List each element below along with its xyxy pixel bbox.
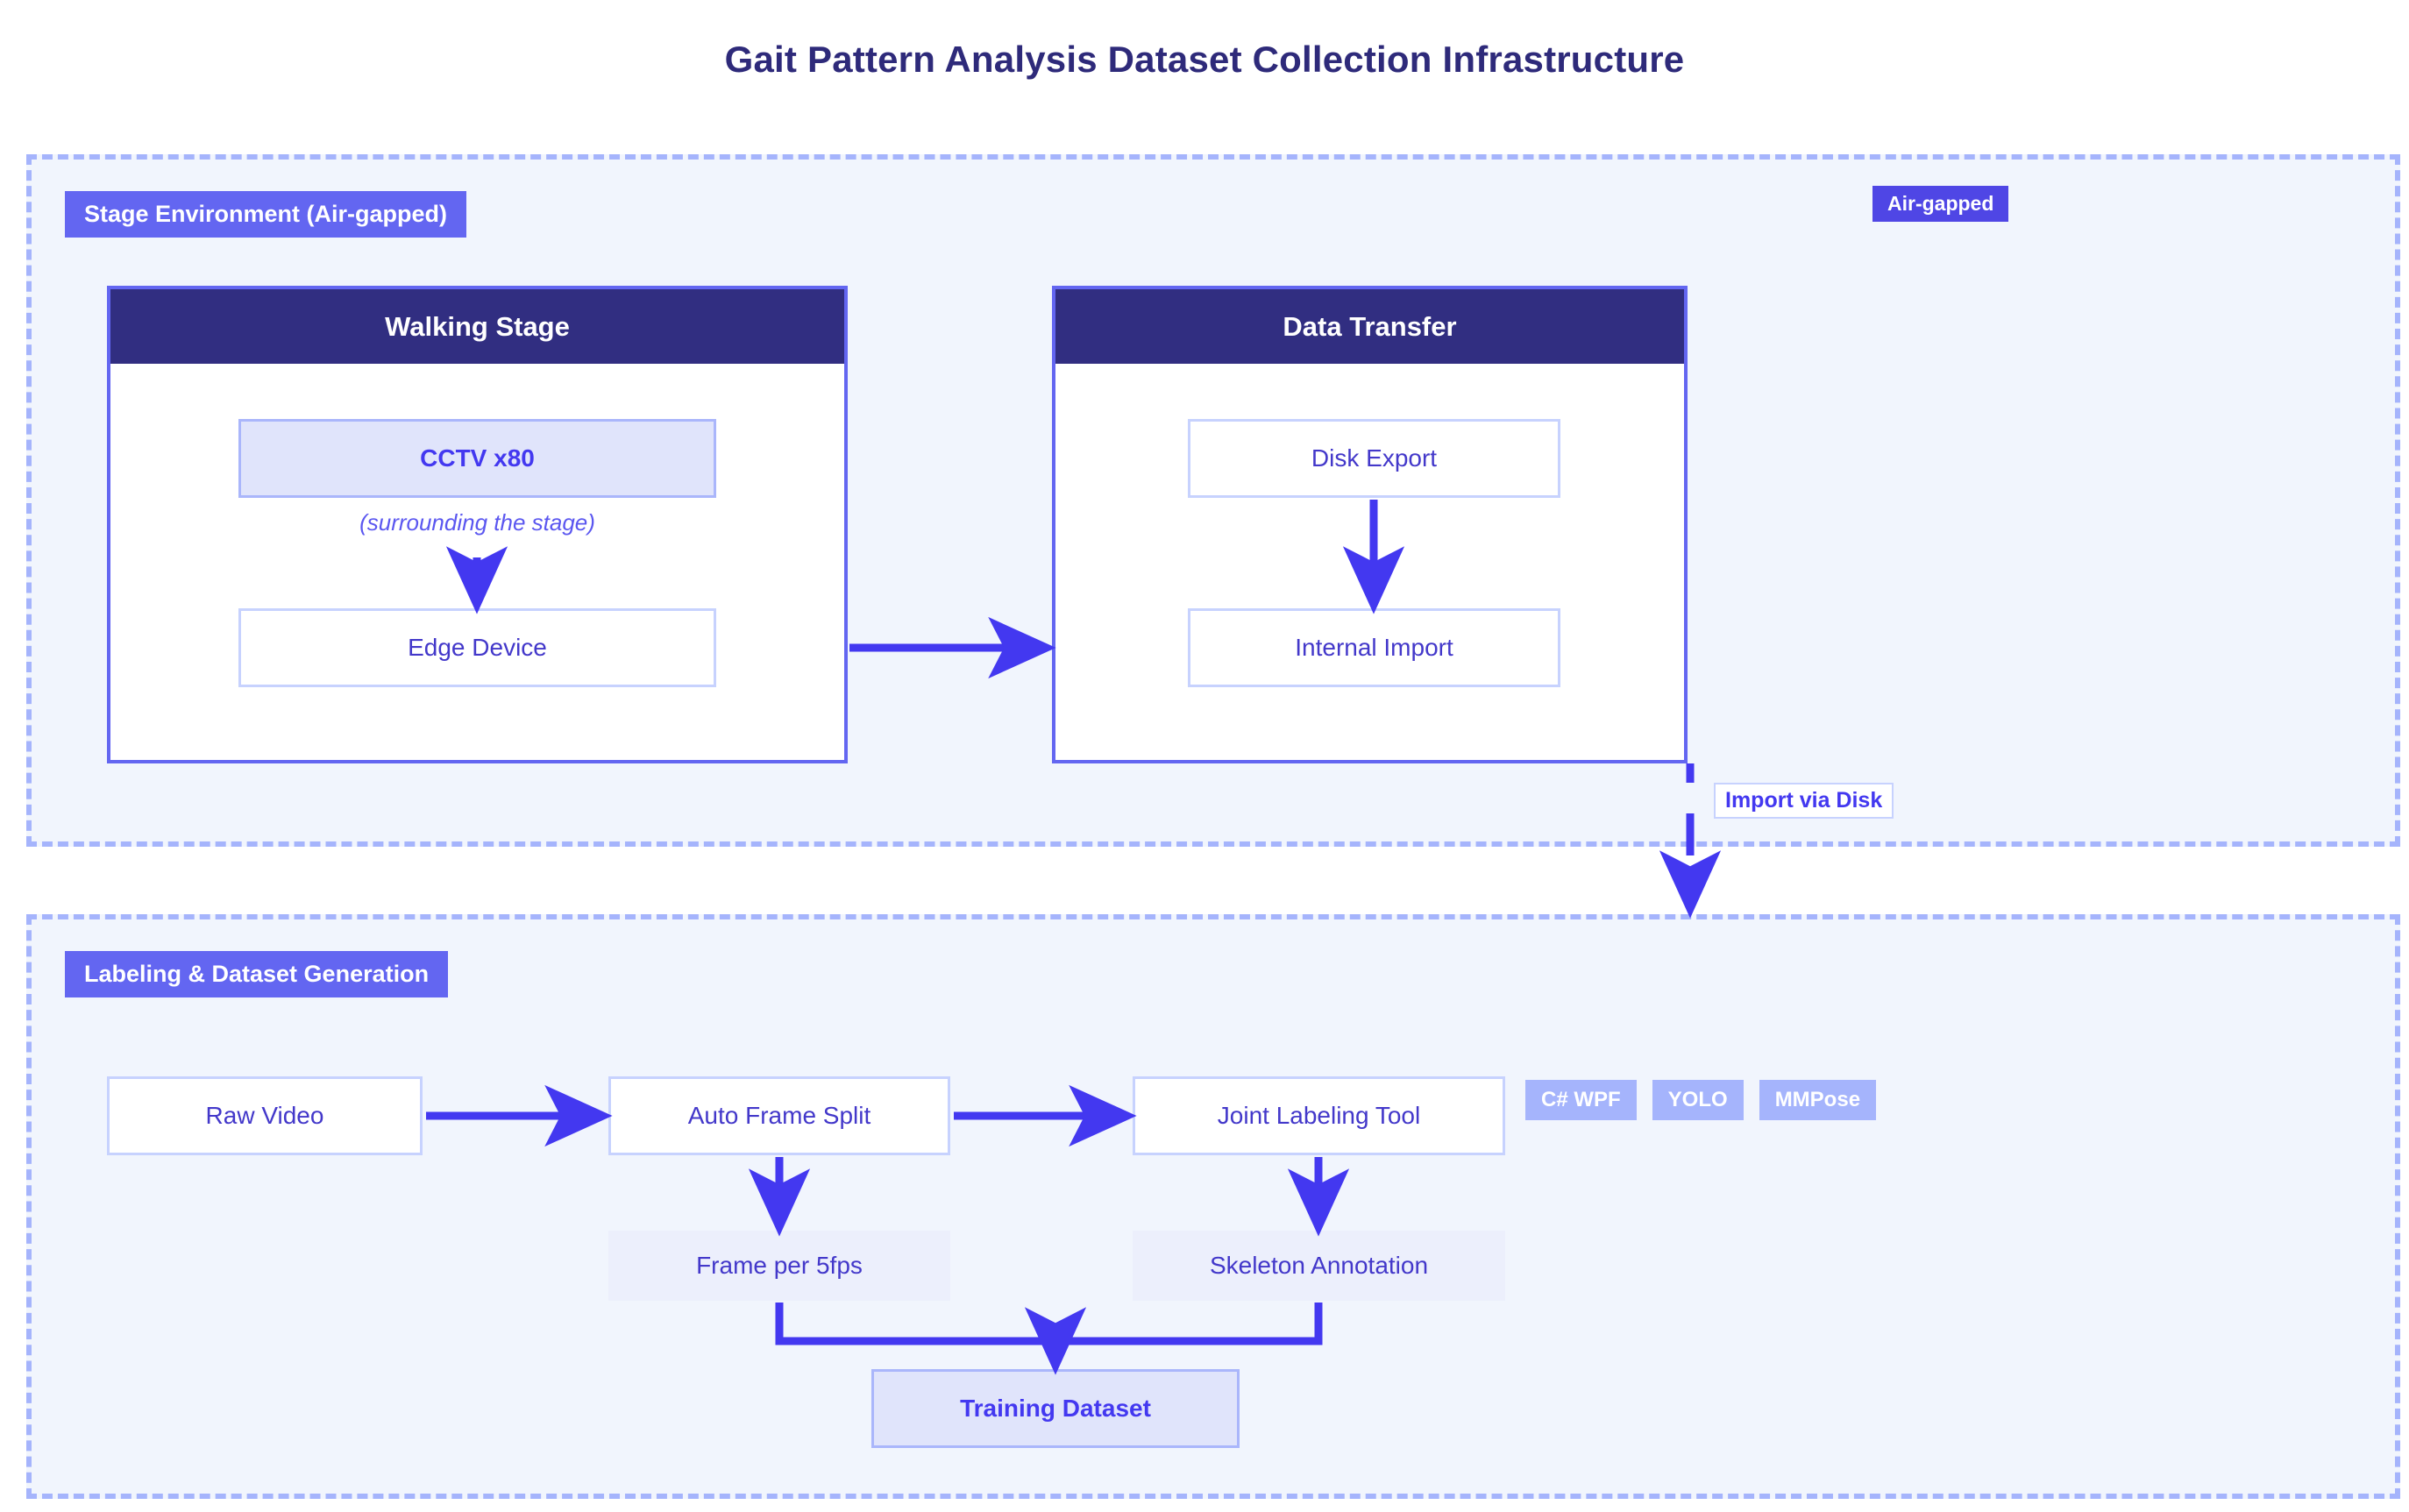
node-edge-device[interactable]: Edge Device	[238, 608, 716, 687]
node-disk-export[interactable]: Disk Export	[1188, 419, 1560, 498]
node-frame-per-5fps[interactable]: Frame per 5fps	[608, 1231, 950, 1301]
node-skeleton-annotation[interactable]: Skeleton Annotation	[1133, 1231, 1505, 1301]
tech-badge-mmpose: MMPose	[1759, 1080, 1877, 1120]
node-raw-video[interactable]: Raw Video	[107, 1076, 423, 1155]
group-data-transfer: Data Transfer	[1052, 286, 1688, 763]
node-auto-frame-split[interactable]: Auto Frame Split	[608, 1076, 950, 1155]
node-internal-import[interactable]: Internal Import	[1188, 608, 1560, 687]
caption-surrounding-the-stage: (surrounding the stage)	[359, 509, 595, 536]
section-labeling-dataset-generation-label: Labeling & Dataset Generation	[65, 951, 449, 997]
air-gapped-badge: Air-gapped	[1872, 186, 2009, 222]
node-cctv[interactable]: CCTV x80	[238, 419, 716, 498]
node-joint-labeling-tool[interactable]: Joint Labeling Tool	[1133, 1076, 1505, 1155]
tech-badge-list: C# WPF YOLO MMPose	[1525, 1080, 1877, 1120]
section-stage-environment-label: Stage Environment (Air-gapped)	[65, 191, 467, 238]
page-title: Gait Pattern Analysis Dataset Collection…	[724, 39, 1685, 80]
group-data-transfer-header: Data Transfer	[1055, 289, 1684, 364]
tech-badge-yolo: YOLO	[1652, 1080, 1744, 1120]
group-walking-stage-header: Walking Stage	[110, 289, 844, 364]
edge-label-import-via-disk: Import via Disk	[1714, 783, 1894, 819]
tech-badge-csharp-wpf: C# WPF	[1525, 1080, 1637, 1120]
node-training-dataset[interactable]: Training Dataset	[871, 1369, 1240, 1448]
